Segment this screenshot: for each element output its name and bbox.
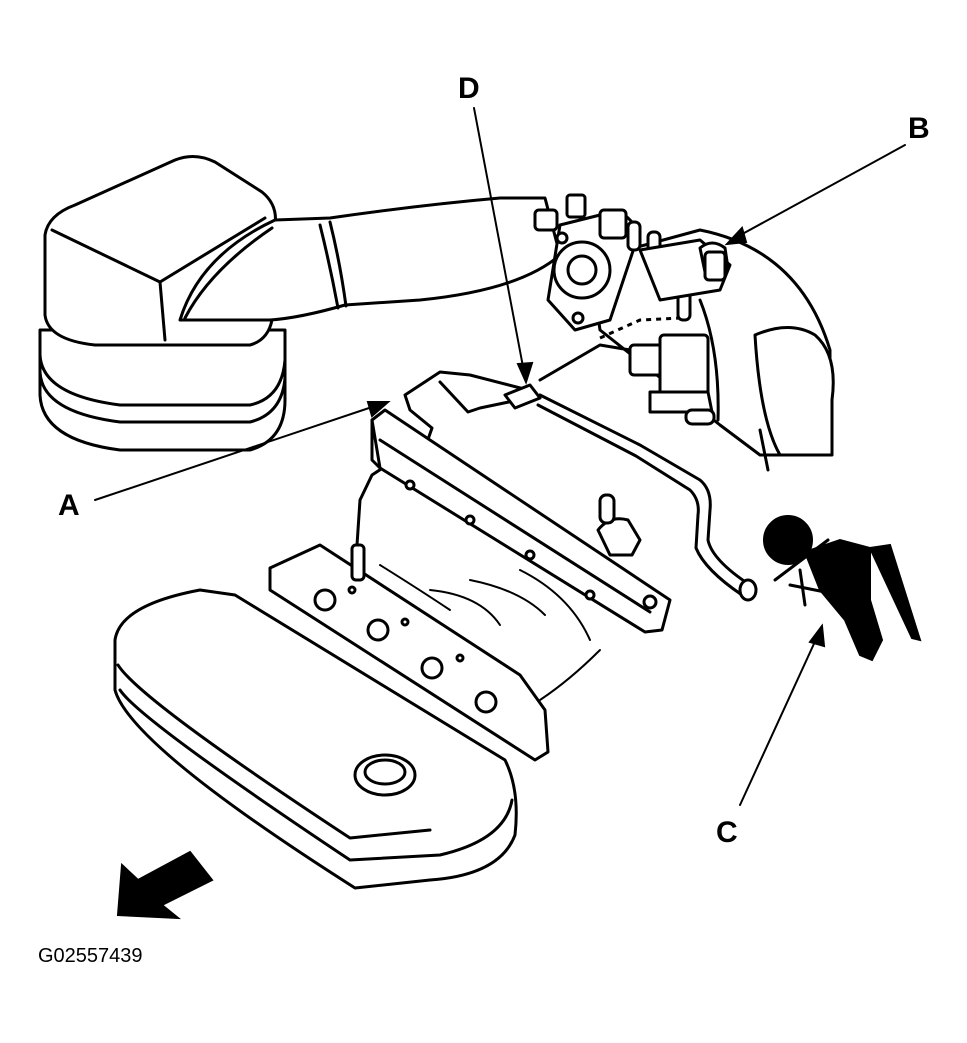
vacuum-solenoid-valve [698, 241, 730, 282]
callout-label-c: C [716, 816, 738, 849]
intake-manifold [268, 543, 601, 762]
callout-label-a: A [58, 489, 80, 522]
intake-plenum [588, 228, 835, 472]
callout-leaders [94, 107, 906, 806]
fuel-pressure-regulator [596, 493, 642, 557]
vacuum-hose-to-manifold [355, 316, 758, 602]
purge-control-solenoid [628, 333, 716, 426]
fuel-rail [370, 408, 672, 634]
front-direction-arrow-icon [116, 850, 214, 920]
valve-cover [113, 588, 518, 890]
callout-label-b: B [908, 112, 930, 145]
callout-label-d: D [458, 72, 480, 105]
intake-air-hose [178, 196, 562, 322]
vacuum-pump-tool [763, 515, 922, 662]
figure-id: G02557439 [38, 945, 143, 967]
